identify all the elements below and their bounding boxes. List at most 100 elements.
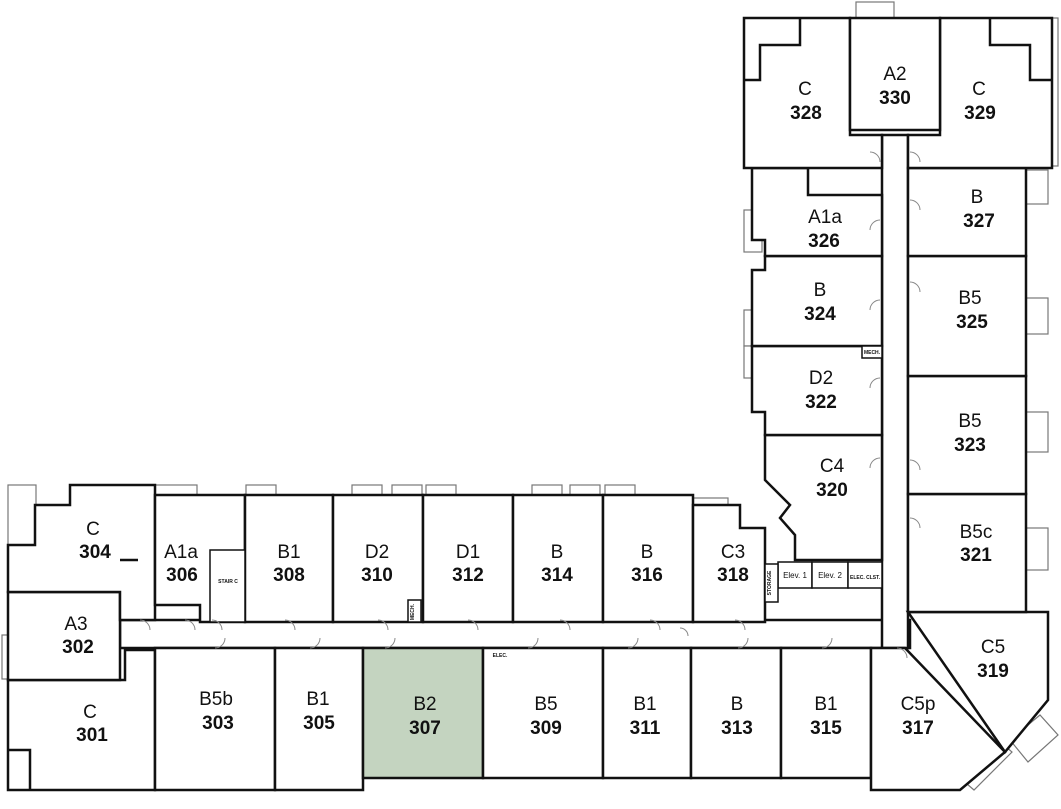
unit-315-room[interactable] <box>779 646 873 780</box>
plan-shape <box>211 619 223 631</box>
unit-313-room[interactable] <box>689 646 783 780</box>
service-labels: STAIR C Elev. 1 Elev. 2 ELEC. CLST. ELEC… <box>218 350 880 659</box>
unit-306-type: A1a <box>164 542 198 563</box>
unit-321-number[interactable]: 321 <box>960 545 992 566</box>
elevator-1-label: Elev. 1 <box>783 571 807 580</box>
unit-330-number[interactable]: 330 <box>879 88 911 109</box>
unit-314-type: B <box>551 542 564 563</box>
unit-318-number[interactable]: 318 <box>717 565 749 586</box>
service-rooms <box>209 345 883 623</box>
unit-327-number[interactable]: 327 <box>963 211 995 232</box>
unit-325-room[interactable] <box>906 254 1028 378</box>
unit-327-room[interactable] <box>906 166 1028 258</box>
unit-313-number[interactable]: 313 <box>721 718 753 739</box>
unit-325-number[interactable]: 325 <box>956 312 988 333</box>
unit-313-type: B <box>731 694 744 715</box>
unit-330-type: A2 <box>883 64 906 85</box>
unit-316-number[interactable]: 316 <box>631 565 663 586</box>
unit-319-number[interactable]: 319 <box>977 661 1009 682</box>
unit-320-room[interactable] <box>763 433 884 562</box>
unit-316-room[interactable] <box>601 493 695 624</box>
plan-shape <box>869 151 881 163</box>
unit-323-room[interactable] <box>906 374 1028 496</box>
unit-326-number[interactable]: 326 <box>808 231 840 252</box>
unit-317-number[interactable]: 317 <box>902 718 934 739</box>
unit-329-number[interactable]: 329 <box>964 103 996 124</box>
unit-318-room[interactable] <box>691 503 767 624</box>
unit-317-type: C5p <box>901 694 936 715</box>
plan-shape <box>744 18 802 82</box>
unit-320-type: C4 <box>820 456 845 477</box>
unit-327-type: B <box>971 187 984 208</box>
unit-304-room[interactable] <box>6 483 157 622</box>
unit-308-number[interactable]: 308 <box>273 565 305 586</box>
plan-shape <box>467 619 479 631</box>
unit-301-type: C <box>83 702 97 723</box>
plan-shape <box>869 377 881 389</box>
unit-306-number[interactable]: 306 <box>166 565 198 586</box>
unit-320-number[interactable]: 320 <box>816 480 848 501</box>
unit-305-number[interactable]: 305 <box>303 713 335 734</box>
plan-shape <box>139 619 151 631</box>
unit-324-number[interactable]: 324 <box>804 304 836 325</box>
elevator-2-label: Elev. 2 <box>818 571 842 580</box>
unit-329-room[interactable] <box>906 16 1054 170</box>
elec-label: ELEC. <box>493 653 508 659</box>
plan-shape <box>184 619 196 631</box>
plan-shape <box>1025 297 1049 335</box>
unit-314-room[interactable] <box>511 493 605 624</box>
plan-shape <box>377 619 389 631</box>
unit-307-room[interactable] <box>361 646 485 780</box>
plan-shape <box>734 619 746 631</box>
unit-307-type: B2 <box>413 694 436 715</box>
plan-shape <box>1025 169 1049 205</box>
unit-315-number[interactable]: 315 <box>810 718 842 739</box>
unit-309-number[interactable]: 309 <box>530 718 562 739</box>
unit-324-type: B <box>814 280 827 301</box>
plan-shape <box>869 457 881 469</box>
plan-shape <box>988 18 1052 82</box>
unit-322-room[interactable] <box>750 344 884 437</box>
unit-326-room[interactable] <box>750 166 884 258</box>
plan-shape <box>1025 411 1049 453</box>
unit-315-type: B1 <box>814 694 837 715</box>
plan-shape <box>649 619 661 631</box>
mech-label: MECH. <box>410 603 416 620</box>
unit-323-number[interactable]: 323 <box>954 435 986 456</box>
unit-319-type: C5 <box>981 637 1005 658</box>
unit-302-type: A3 <box>64 614 87 635</box>
plan-shape <box>821 637 833 649</box>
plan-shape <box>309 637 321 649</box>
unit-329-type: C <box>972 79 986 100</box>
plan-shape <box>8 748 32 790</box>
unit-314-number[interactable]: 314 <box>541 565 573 586</box>
unit-309-type: B5 <box>534 694 557 715</box>
plan-shape <box>209 549 246 623</box>
unit-330-room[interactable] <box>848 16 942 132</box>
unit-307-number[interactable]: 307 <box>409 718 441 739</box>
unit-322-number[interactable]: 322 <box>805 392 837 413</box>
plan-shape <box>909 517 921 529</box>
plan-shape <box>284 619 296 631</box>
plan-shape <box>909 281 921 293</box>
elec-closet-label: ELEC. CLST. <box>850 575 881 581</box>
unit-304-number[interactable]: 304 <box>79 542 111 563</box>
unit-310-type: D2 <box>365 542 389 563</box>
plan-shape <box>896 647 908 659</box>
unit-302-room[interactable] <box>6 590 122 682</box>
unit-303-number[interactable]: 303 <box>202 713 234 734</box>
unit-328-type: C <box>798 79 812 100</box>
unit-308-room[interactable] <box>243 493 335 624</box>
unit-328-number[interactable]: 328 <box>790 103 822 124</box>
unit-302-number[interactable]: 302 <box>62 637 94 658</box>
unit-310-number[interactable]: 310 <box>361 565 393 586</box>
unit-301-number[interactable]: 301 <box>76 725 108 746</box>
storage-label: STORAGE <box>767 570 773 595</box>
unit-312-number[interactable]: 312 <box>452 565 484 586</box>
plan-shape <box>627 637 639 649</box>
unit-324-room[interactable] <box>750 254 884 348</box>
unit-312-type: D1 <box>456 542 480 563</box>
unit-311-type: B1 <box>633 694 656 715</box>
unit-311-number[interactable]: 311 <box>630 718 661 739</box>
